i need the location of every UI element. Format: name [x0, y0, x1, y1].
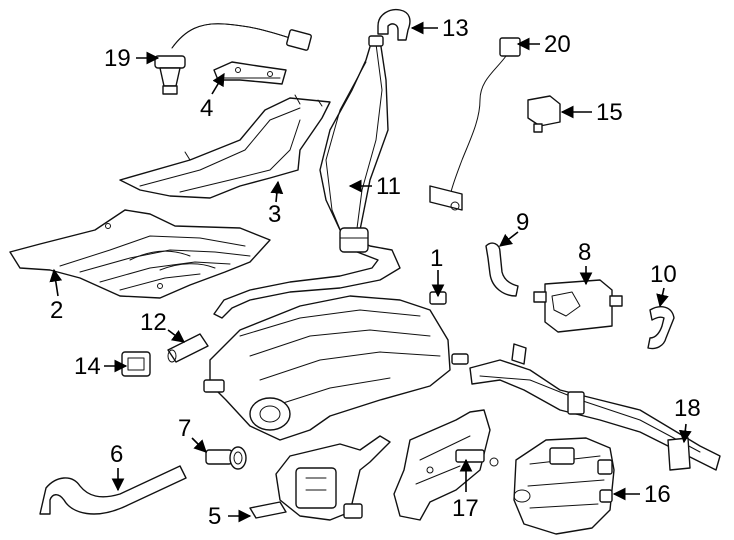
callout-13: 13 — [442, 15, 469, 42]
part-9-bent-hose[interactable] — [485, 242, 519, 297]
callout-14: 14 — [74, 353, 101, 380]
callout-17: 17 — [452, 495, 479, 522]
part-18-vent-tube[interactable] — [469, 343, 721, 471]
callout-1: 1 — [430, 245, 443, 272]
callout-5: 5 — [208, 503, 221, 530]
leader-2 — [49, 268, 63, 297]
leader-9 — [498, 231, 519, 247]
part-6-long-hose[interactable] — [39, 465, 187, 515]
callout-10: 10 — [650, 261, 677, 288]
part-13-hose[interactable] — [377, 8, 411, 41]
callout-labels: 1 2 3 4 5 6 7 8 9 10 11 12 13 14 15 16 1… — [50, 15, 701, 530]
leader-3 — [270, 180, 284, 203]
part-5-bracket-solenoid[interactable] — [249, 435, 391, 521]
callout-15: 15 — [596, 99, 623, 126]
callout-7: 7 — [178, 415, 191, 442]
leader-10 — [656, 287, 669, 308]
part-16-pump-module[interactable] — [513, 437, 615, 535]
leader-4 — [211, 72, 225, 95]
callout-4: 4 — [200, 95, 213, 122]
part-7-fitting[interactable] — [205, 446, 247, 470]
part-4-heat-shield-bracket[interactable] — [213, 61, 287, 85]
part-11-filler-tube[interactable] — [213, 35, 401, 319]
callout-9: 9 — [516, 209, 529, 236]
part-15-sensor[interactable] — [527, 95, 561, 133]
callout-16: 16 — [644, 481, 671, 508]
callout-19: 19 — [104, 45, 131, 72]
part-8-canister-filter[interactable] — [533, 279, 623, 333]
callout-8: 8 — [578, 239, 591, 266]
part-14-clip[interactable] — [121, 351, 151, 377]
part-3-upper-heat-shield[interactable] — [119, 94, 331, 199]
callout-3: 3 — [268, 201, 281, 228]
leader-18 — [678, 423, 692, 444]
callout-2: 2 — [50, 297, 63, 324]
part-12-hose[interactable] — [167, 333, 209, 363]
callout-18: 18 — [674, 395, 701, 422]
callout-11: 11 — [376, 173, 401, 200]
leader-7 — [191, 437, 207, 453]
callout-6: 6 — [110, 441, 123, 468]
callout-20: 20 — [544, 31, 571, 58]
part-17-mounting-bracket[interactable] — [393, 409, 499, 521]
part-2-lower-heat-shield[interactable] — [9, 209, 271, 299]
part-1-evap-canister[interactable] — [203, 291, 469, 441]
leader-lines — [49, 21, 692, 523]
callout-12: 12 — [140, 309, 167, 336]
part-19-sensor-with-wire[interactable] — [154, 23, 312, 95]
part-10-hose[interactable] — [647, 306, 675, 350]
leader-12 — [167, 329, 186, 343]
part-20-sensor-with-wire[interactable] — [429, 37, 521, 211]
